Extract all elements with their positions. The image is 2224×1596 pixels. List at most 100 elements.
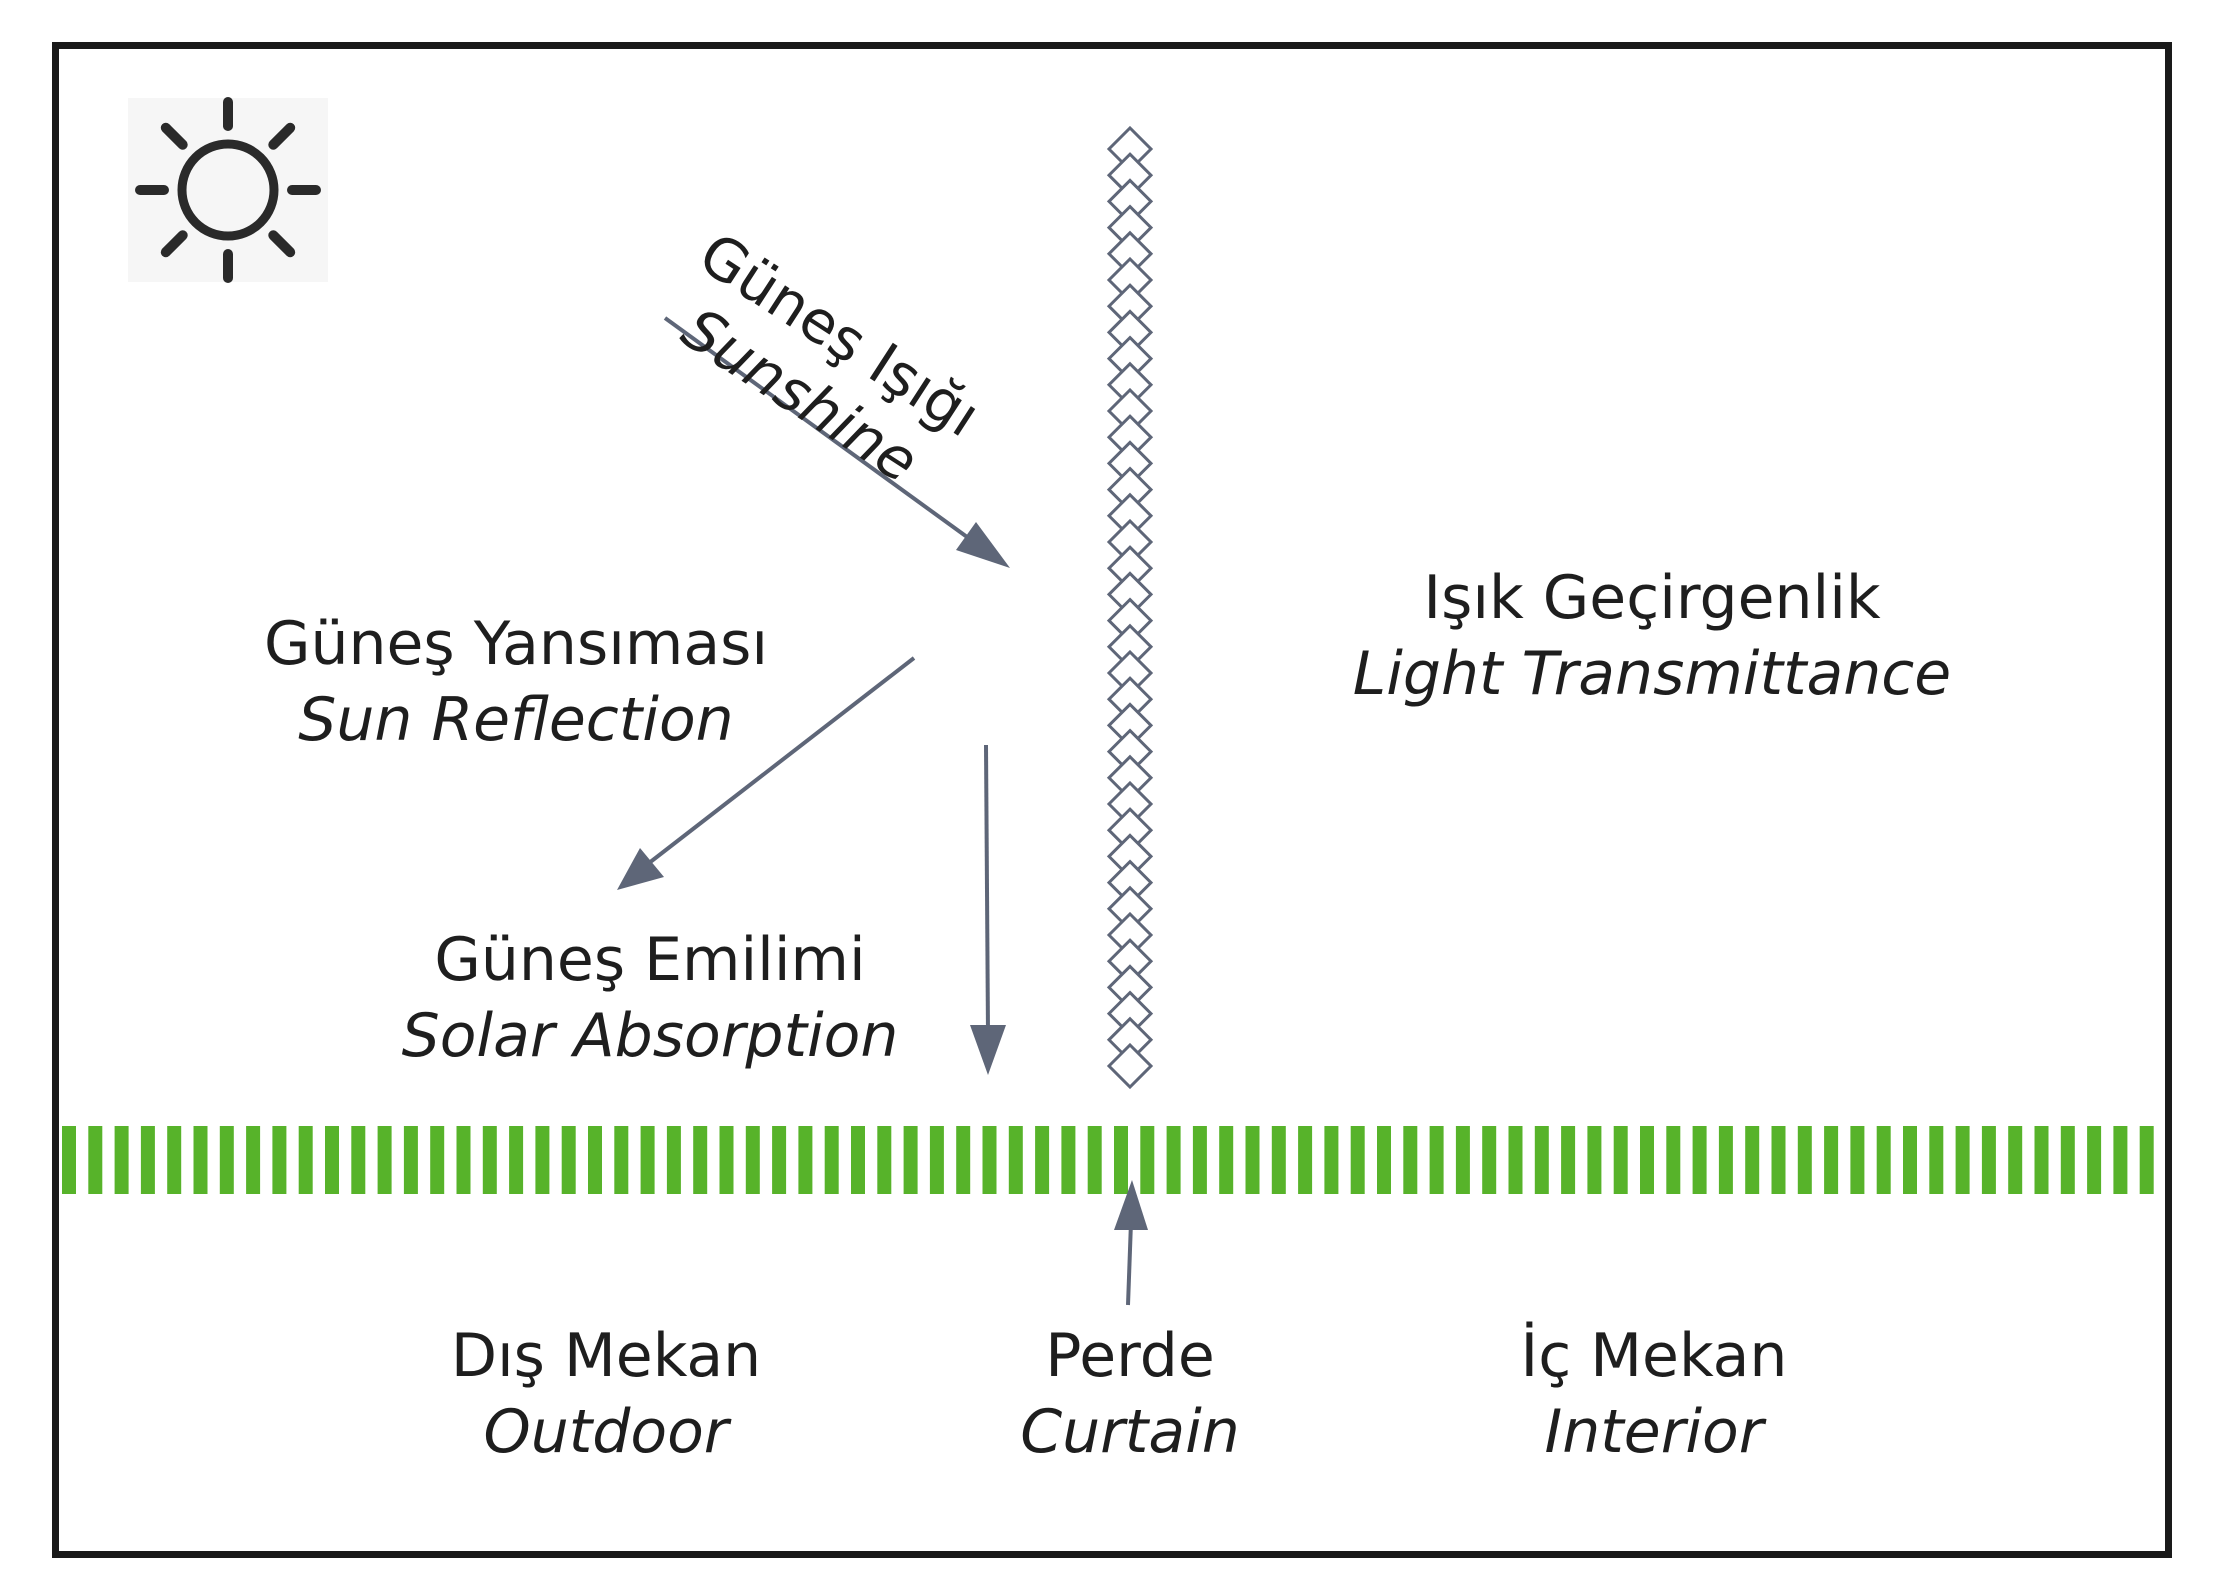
curtain-stripe [561,1126,576,1194]
transmittance-label-en: Light Transmittance [1352,639,1952,709]
curtain-stripe-band [62,1126,2154,1194]
curtain-stripe [1271,1126,1286,1194]
absorption-label-tr: Güneş Emilimi [434,925,866,995]
curtain-stripe [1324,1126,1339,1194]
curtain-stripe [193,1126,208,1194]
curtain-stripe [1640,1126,1654,1194]
curtain-stripe [1166,1126,1181,1194]
curtain-stripe [693,1126,708,1194]
curtain-stripe [1508,1126,1523,1194]
curtain-stripe [1771,1126,1786,1194]
curtain-stripe [2034,1126,2049,1194]
curtain-stripe [1824,1126,1839,1194]
curtain-stripe [851,1126,865,1194]
curtain-stripe [1666,1126,1681,1194]
curtain-stripe [140,1126,155,1194]
curtain-stripe [1797,1126,1812,1194]
curtain-label-en: Curtain [1020,1397,1240,1467]
curtain-stripe [1429,1126,1444,1194]
curtain-stripe [1008,1126,1023,1194]
curtain-stripe [1192,1126,1207,1194]
curtain-stripe [1692,1126,1707,1194]
curtain-stripe [62,1126,76,1194]
curtain-stripe [614,1126,629,1194]
curtain-label: Perde Curtain [1020,1318,1240,1470]
sun-ray [268,230,296,258]
curtain-stripe [1219,1126,1234,1194]
curtain-stripe [88,1126,103,1194]
sunshine-arrow [663,316,1010,568]
curtain-stripe [377,1126,392,1194]
absorption-arrow [970,744,1006,1075]
transmittance-label: Işık Geçirgenlik Light Transmittance [1353,560,1951,712]
curtain-stripe [219,1126,234,1194]
chain-diamond [1106,1042,1154,1090]
curtain-stripe [1745,1126,1760,1194]
sun-ray [160,122,188,150]
curtain-stripe [929,1126,944,1194]
arrows [617,316,1148,1306]
reflection-label: Güneş Yansıması Sun Reflection [264,606,768,758]
interior-label: İç Mekan Interior [1521,1318,1788,1470]
curtain-stripe [1534,1126,1549,1194]
curtain-stripe [1955,1126,1970,1194]
interior-label-tr: İç Mekan [1520,1321,1788,1391]
curtain-stripe [719,1126,734,1194]
curtain-stripe [1561,1126,1576,1194]
curtain-stripe [588,1126,602,1194]
reflection-label-tr: Güneş Yansıması [263,609,769,679]
absorption-label-en: Solar Absorption [401,1001,899,1071]
curtain-stripe [772,1126,787,1194]
curtain-stripe [956,1126,971,1194]
outdoor-label-tr: Dış Mekan [450,1321,762,1391]
sun-ray [160,230,188,258]
curtain-stripe [2060,1126,2075,1194]
curtain-stripe [745,1126,760,1194]
reflection-label-en: Sun Reflection [298,685,734,755]
curtain-stripe [1981,1126,1996,1194]
curtain-stripe [114,1126,129,1194]
curtain-stripe [903,1126,918,1194]
curtain-stripe [535,1126,550,1194]
curtain-stripe [1245,1126,1260,1194]
curtain-stripe [2008,1126,2023,1194]
curtain-stripe [824,1126,839,1194]
curtain-stripe [1482,1126,1497,1194]
curtain-stripe [1455,1126,1470,1194]
curtain-stripe [1876,1126,1891,1194]
curtain-stripe [351,1126,366,1194]
curtain-stripe [877,1126,892,1194]
interior-label-en: Interior [1544,1397,1764,1467]
curtain-stripe [1587,1126,1602,1194]
curtain-stripe [430,1126,445,1194]
curtain-stripe [1377,1126,1391,1194]
curtain-stripe [1140,1126,1155,1194]
curtain-stripe [1298,1126,1313,1194]
curtain-label-tr: Perde [1045,1321,1215,1391]
curtain-diamond-chain [1106,125,1154,1090]
curtain-stripe [325,1126,339,1194]
curtain-stripe [1613,1126,1628,1194]
curtain-stripe [509,1126,524,1194]
sun-icon [128,97,328,283]
curtain-stripe [1718,1126,1733,1194]
curtain-stripe [1114,1126,1128,1194]
outdoor-label-en: Outdoor [483,1397,729,1467]
curtain-stripe [666,1126,681,1194]
curtain-stripe [798,1126,813,1194]
curtain-stripe [1903,1126,1917,1194]
transmittance-label-tr: Işık Geçirgenlik [1423,563,1881,633]
reflection-arrow [617,656,916,890]
curtain-stripe [2113,1126,2128,1194]
curtain-stripe [403,1126,418,1194]
curtain-stripe [1403,1126,1418,1194]
curtain-stripe [2087,1126,2102,1194]
curtain-pointer-arrow [1114,1180,1148,1306]
curtain-stripe [1035,1126,1050,1194]
curtain-stripe [1087,1126,1102,1194]
curtain-stripe [298,1126,313,1194]
diagram-frame [52,42,2172,1558]
curtain-stripe [1350,1126,1365,1194]
curtain-stripe [167,1126,182,1194]
